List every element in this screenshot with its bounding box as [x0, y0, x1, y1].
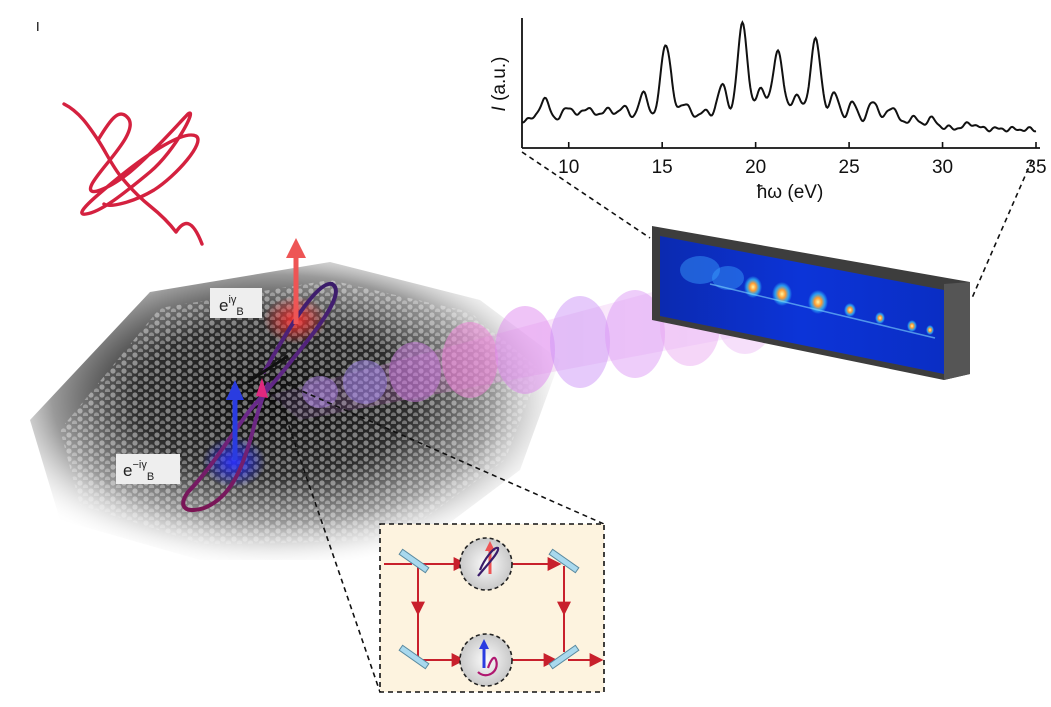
interferometer-inset: [379, 523, 605, 693]
corner-mark: [37, 22, 39, 31]
spectrum-chart: 10 15 20 25 30 35 ħω (eV) I (a.u.): [489, 18, 1047, 203]
phase-label-bottom: e−iγB: [116, 454, 180, 484]
sample-lower-icon: [459, 633, 513, 687]
svg-text:eiγB: eiγB: [219, 294, 244, 318]
x-tick-label: 20: [745, 157, 766, 178]
laser-pulse-icon: [62, 102, 204, 246]
x-tick-label: 10: [558, 157, 579, 178]
loop-arrow-icon: [256, 378, 268, 398]
berry-phase-loop: [181, 281, 338, 512]
x-tick-label: 30: [932, 157, 953, 178]
x-tick-label: 25: [839, 157, 860, 178]
spectrum-line: [521, 20, 1037, 133]
phase-label-top: eiγB: [210, 288, 262, 318]
y-axis-title: I (a.u.): [489, 57, 510, 112]
guide-lines: [279, 151, 1033, 693]
sample-upper-icon: [459, 537, 513, 591]
x-tick-label: 35: [1025, 157, 1046, 178]
spin-down-arrow: [226, 380, 244, 460]
x-tick-label: 15: [652, 157, 673, 178]
svg-text:e−iγB: e−iγB: [123, 459, 154, 483]
x-axis-title: ħω (eV): [757, 182, 824, 203]
detector-screen: [652, 226, 970, 380]
spin-up-arrow: [286, 238, 306, 324]
beam-splitter-icon: [398, 548, 580, 670]
